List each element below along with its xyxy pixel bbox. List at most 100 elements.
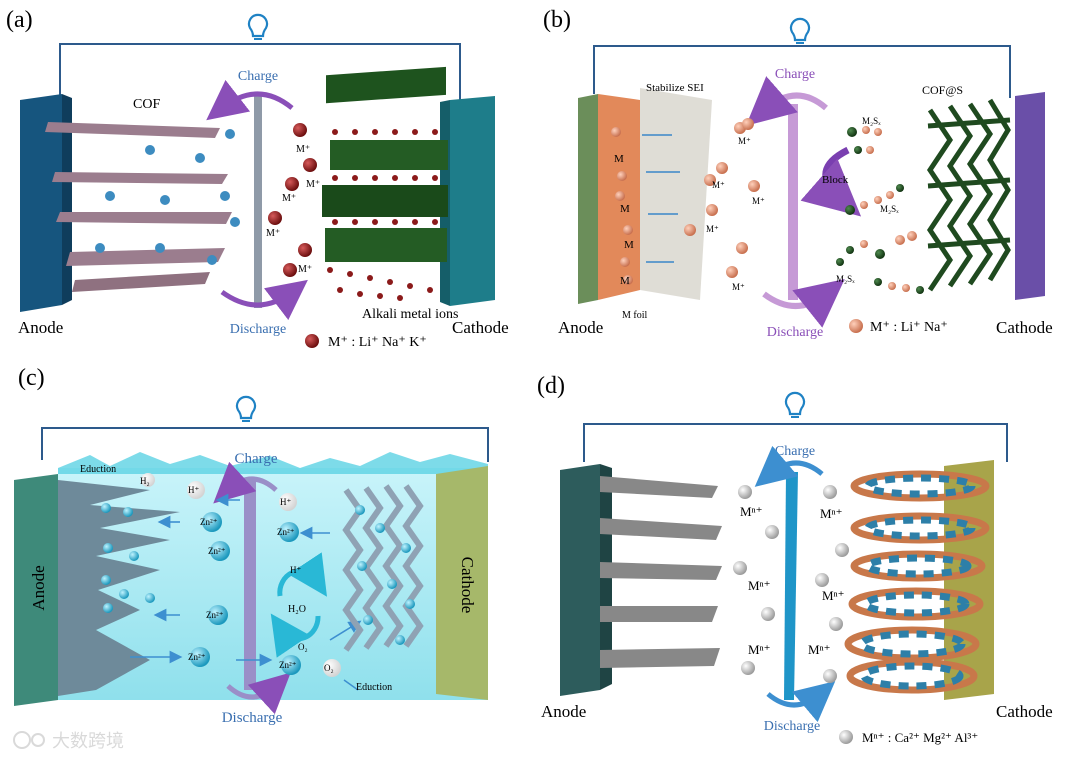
ion-label: M⁺ (752, 196, 765, 206)
zn-label: Zn²⁺ (206, 610, 224, 620)
anode-label: Anode (541, 702, 586, 721)
discharge-arrow-icon (220, 279, 308, 321)
sei-label: Stabilize SEI (646, 82, 704, 94)
ion-label: M⁺ (282, 193, 296, 204)
panel-a-circuit-wire (59, 43, 461, 100)
cathode-plate (436, 466, 488, 700)
zn-label: Zn²⁺ (279, 660, 297, 670)
oxygen-label: O₂ (298, 642, 308, 652)
bulb-icon (784, 391, 806, 418)
separator (254, 92, 262, 308)
cof-cathode-structure (342, 484, 424, 652)
polysulfide-label: M₂Sₓ (862, 116, 881, 126)
anode-label: Anode (558, 318, 603, 337)
metal-label: M (614, 153, 624, 165)
charge-label: Charge (238, 69, 278, 84)
electrolyte-surface (58, 452, 488, 474)
separator (244, 480, 256, 690)
panel-c-tag: (c) (18, 365, 45, 391)
zn-label: Zn²⁺ (200, 517, 218, 527)
ion-label: Mⁿ⁺ (820, 506, 843, 521)
zn-label: Zn²⁺ (277, 527, 295, 537)
polysulfide-label: M₂Sₓ (836, 274, 855, 284)
panel-b-tag: (b) (543, 7, 571, 33)
zn-label: Zn²⁺ (188, 652, 206, 662)
anode-label: Anode (29, 565, 48, 610)
charge-label: Charge (775, 67, 815, 82)
ion-label: Mⁿ⁺ (822, 588, 845, 603)
panel-b: (b) M M M M Stabilize SEI M foil Charge … (543, 7, 1053, 340)
lithium-ions (684, 118, 863, 333)
panel-d: (d) Charge Discharge Mⁿ⁺ Mⁿ⁺ (537, 373, 1053, 745)
cathode-plate (450, 96, 495, 306)
metal-label: M (620, 275, 630, 287)
bulb-icon (235, 395, 257, 422)
cathode-host-structure (322, 66, 448, 301)
watermark-text: 大数跨境 (52, 731, 124, 751)
ion-label: M⁺ (266, 228, 280, 239)
polysulfide-label: M₂Sₓ (880, 204, 899, 214)
polysulfide-chains (836, 126, 924, 294)
separator (788, 104, 798, 300)
multivalent-ions (733, 485, 853, 744)
charge-arrow-icon (213, 461, 278, 504)
discharge-arrow-icon (226, 672, 291, 715)
watermark: 大数跨境 (13, 731, 124, 751)
water-label: H₂O (288, 604, 306, 615)
charge-arrow-icon (206, 79, 294, 121)
ion-label: M⁺ (298, 264, 312, 275)
ion-label: M⁺ (296, 144, 310, 155)
panel-c: (c) Anode Eduction H₂ Charge Discharge (14, 365, 489, 726)
legend-ion-marker (305, 334, 319, 348)
panel-b-circuit-wire (593, 45, 1011, 98)
proton-label: H⁺ (188, 485, 199, 495)
block-arrow-icon (800, 146, 862, 217)
discharge-label: Discharge (230, 322, 287, 337)
cathode-plate (1015, 92, 1045, 300)
anode-label: Anode (18, 318, 63, 337)
charge-arrow-icon (745, 76, 828, 126)
cathode-label: Cathode (458, 557, 477, 614)
water-cycle-icon (270, 552, 328, 658)
ion-label: Mⁿ⁺ (748, 642, 771, 657)
discharge-arrow-icon (762, 279, 845, 328)
ion-legend: M⁺ : Li⁺ Na⁺ K⁺ (328, 335, 427, 350)
cathode-label: Cathode (996, 318, 1053, 337)
block-label: Block (822, 174, 849, 186)
anode-plate (20, 94, 62, 312)
alkali-ions-caption: Alkali metal ions (362, 307, 458, 322)
zinc-dendrites (58, 480, 180, 696)
anode-plate (560, 464, 600, 696)
panel-c-circuit-wire (41, 427, 489, 462)
discharge-arrow-icon (766, 681, 836, 723)
ion-label: M⁺ (706, 224, 719, 234)
bulb-icon (789, 17, 811, 44)
panel-a: (a) COF Charge Discharge (6, 7, 509, 350)
eduction-label: Eduction (356, 682, 392, 693)
charge-label: Charge (234, 451, 277, 467)
ion-label: Mⁿ⁺ (740, 504, 763, 519)
metal-label: M (624, 239, 634, 251)
proton-label: H⁺ (290, 565, 301, 575)
discharge-label: Discharge (764, 719, 821, 734)
panel-a-tag: (a) (6, 7, 33, 33)
ion-label: M⁺ (712, 180, 725, 190)
zn-label: Zn²⁺ (208, 546, 226, 556)
oxygen-label: O₂ (324, 663, 334, 673)
zinc-ions (190, 512, 301, 675)
ion-legend: M⁺ : Li⁺ Na⁺ (870, 320, 948, 335)
discharge-label: Discharge (767, 325, 824, 340)
cathode-label: Cathode (452, 318, 509, 337)
discharge-label: Discharge (222, 710, 283, 726)
anode-plate (14, 474, 58, 706)
metal-label: M (620, 203, 630, 215)
charge-arrow-icon (754, 445, 824, 487)
ion-label: M⁺ (306, 179, 320, 190)
ion-label: Mⁿ⁺ (748, 578, 771, 593)
cof-label: COF (133, 97, 160, 112)
anode-host-layers (600, 476, 722, 668)
charge-label: Charge (775, 444, 815, 459)
h2-label: H₂ (140, 476, 150, 486)
anode-plate (578, 94, 598, 304)
